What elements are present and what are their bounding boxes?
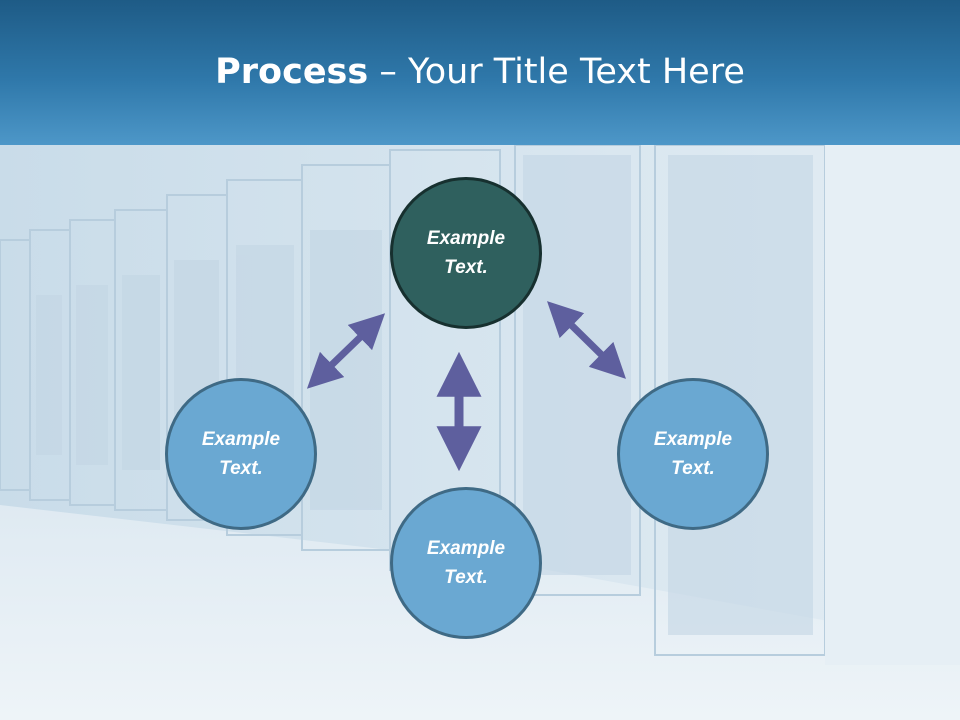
arrow-top-left <box>306 313 386 389</box>
circle-right-line1: Example <box>653 429 733 450</box>
slide-title: Process – Your Title Text Here <box>0 52 960 92</box>
title-bar: Process – Your Title Text Here <box>0 0 960 145</box>
circle-bottom-line2: Text. <box>444 567 488 588</box>
circle-right-line2: Text. <box>671 458 715 479</box>
circle-bottom-line1: Example <box>426 538 506 559</box>
circle-left-line1: Example <box>201 429 281 450</box>
circle-left-line2: Text. <box>219 458 263 479</box>
title-bold: Process <box>215 52 369 92</box>
title-rest: – Your Title Text Here <box>368 52 745 92</box>
circle-top-line2: Text. <box>444 257 488 278</box>
circle-top-line1: Example <box>426 228 506 249</box>
arrow-top-right <box>547 301 626 379</box>
